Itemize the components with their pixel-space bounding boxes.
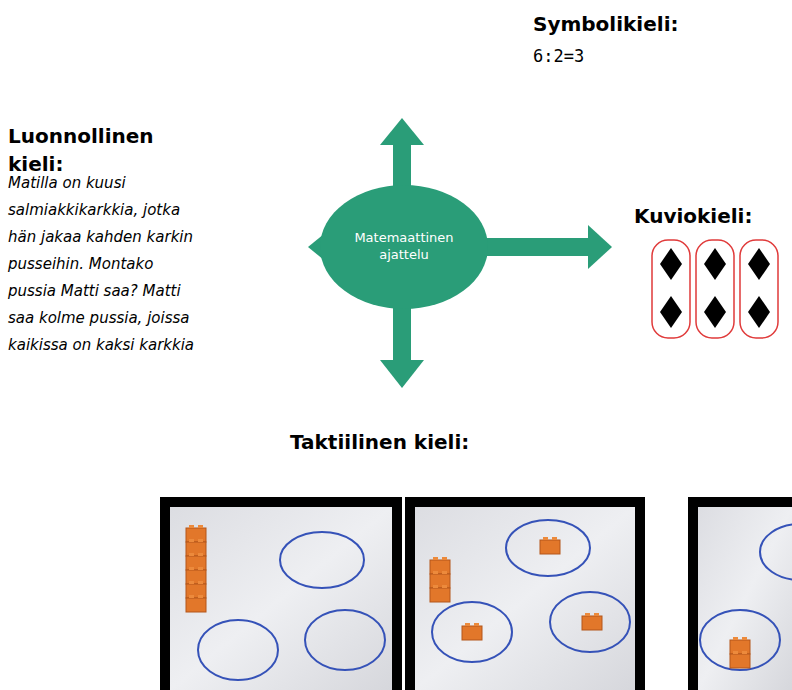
heading: Symbolikieli: (533, 12, 678, 36)
diamond-groups (652, 240, 778, 338)
equation: 6:2=3 (533, 46, 584, 66)
heading: Taktiilinen kieli: (290, 430, 469, 454)
arrows (308, 118, 612, 388)
photo-3 (688, 497, 792, 690)
photo-1 (160, 497, 402, 690)
story-text: Matilla on kuusi salmiakkikarkkia, jotka… (8, 170, 198, 359)
concept-ellipse: Matemaattinen ajattelu (320, 185, 488, 309)
photo-2 (405, 497, 645, 690)
heading: Luonnollinen kieli: (8, 122, 213, 178)
concept-text: Matemaattinen ajattelu (348, 230, 460, 264)
heading: Kuviokieli: (634, 204, 752, 228)
